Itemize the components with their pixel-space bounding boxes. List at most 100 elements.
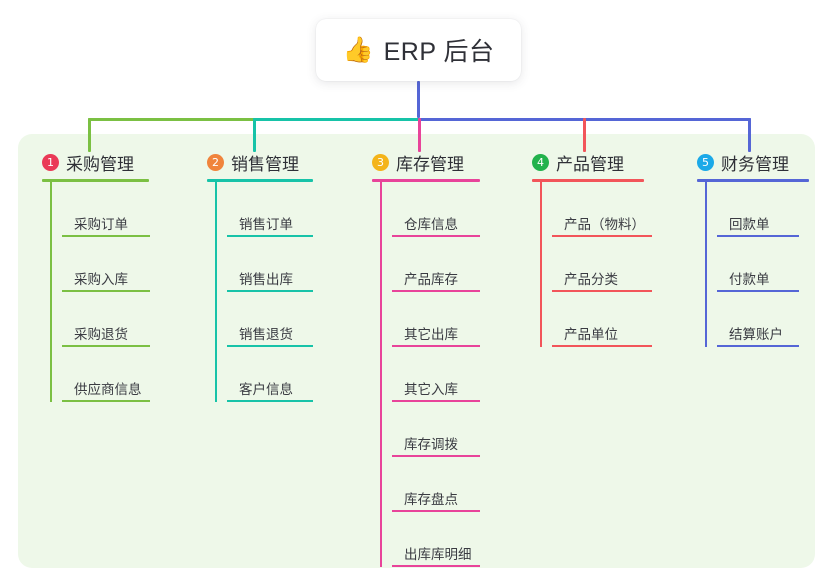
leaf-underline [62,345,150,347]
leaf-node[interactable]: 客户信息 [227,347,313,402]
branch-column-产品管理: 4 产品管理产品（物料） 产品分类产品单位 [532,150,653,347]
branch-title: 销售管理 [231,154,299,174]
leaf-underline [392,510,480,512]
leaf-underline [227,290,313,292]
leaf-node[interactable]: 销售出库 [227,237,313,292]
leaf-node-label: 产品单位 [564,327,618,342]
leaf-node-label: 采购退货 [74,327,128,342]
leaf-node-label: 付款单 [729,272,770,287]
leaf-node[interactable]: 销售退货 [227,292,313,347]
leaf-node-label: 仓库信息 [404,217,458,232]
leaf-node[interactable]: 采购订单 [62,182,150,237]
branch-leaf-list: 采购订单采购入库采购退货供应商信息 [42,182,150,402]
leaf-node-label: 回款单 [729,217,770,232]
leaf-node[interactable]: 付款单 [717,237,809,292]
leaf-node[interactable]: 供应商信息 [62,347,150,402]
leaf-underline [62,235,150,237]
leaf-underline [392,565,480,567]
leaf-node-label: 库存盘点 [404,492,458,507]
branch-leaf-list: 产品（物料） 产品分类产品单位 [532,182,653,347]
leaf-node[interactable]: 仓库信息 [392,182,480,237]
branch-underline [372,179,480,182]
branch-trunk-connector [50,182,52,402]
leaf-underline [392,290,480,292]
leaf-node-label: 销售订单 [239,217,293,232]
branch-column-销售管理: 2 销售管理销售订单销售出库销售退货客户信息 [207,150,313,402]
leaf-node-label: 客户信息 [239,382,293,397]
leaf-underline [392,400,480,402]
leaf-underline [717,345,799,347]
leaf-node-label: 销售退货 [239,327,293,342]
branch-leaf-list: 仓库信息产品库存其它出库其它入库库存调拨库存盘点出库库明细 [372,182,480,567]
leaf-node[interactable]: 产品（物料） [552,182,653,237]
leaf-node[interactable]: 回款单 [717,182,809,237]
branch-drop-connector-3 [418,118,421,152]
leaf-underline [552,235,652,237]
leaf-node[interactable]: 其它出库 [392,292,480,347]
leaf-underline [227,345,313,347]
leaf-node-label: 销售出库 [239,272,293,287]
branch-title: 采购管理 [66,154,134,174]
leaf-underline [717,235,799,237]
leaf-node-label: 产品库存 [404,272,458,287]
leaf-node[interactable]: 库存盘点 [392,457,480,512]
branch-column-库存管理: 3 库存管理仓库信息产品库存其它出库其它入库库存调拨库存盘点出库库明细 [372,150,480,567]
branch-underline [42,179,149,182]
branch-trunk-connector [215,182,217,402]
leaf-node[interactable]: 其它入库 [392,347,480,402]
root-stem-connector [417,81,420,118]
branch-index-badge: 4 [532,153,549,171]
branch-index-badge: 5 [697,153,714,171]
branch-header-2[interactable]: 2 销售管理 [207,150,313,174]
leaf-node[interactable]: 出库库明细 [392,512,480,567]
leaf-node-label: 采购入库 [74,272,128,287]
branch-header-1[interactable]: 1 采购管理 [42,150,150,174]
leaf-node[interactable]: 销售订单 [227,182,313,237]
branch-drop-connector-2 [253,118,256,152]
branch-drop-connector-1 [88,118,91,152]
leaf-node-label: 出库库明细 [404,547,472,562]
leaf-node[interactable]: 采购退货 [62,292,150,347]
branch-header-3[interactable]: 3 库存管理 [372,150,480,174]
leaf-underline [552,290,652,292]
leaf-node-label: 采购订单 [74,217,128,232]
leaf-node-label: 其它入库 [404,382,458,397]
leaf-node-label: 产品分类 [564,272,618,287]
root-node[interactable]: 👍 ERP 后台 [316,19,521,81]
leaf-underline [392,345,480,347]
branch-trunk-connector [540,182,542,347]
leaf-underline [62,400,150,402]
branch-underline [532,179,644,182]
leaf-underline [392,235,480,237]
branch-leaf-list: 回款单付款单结算账户 [697,182,809,347]
leaf-underline [227,235,313,237]
branch-index-badge: 1 [42,153,59,171]
branch-trunk-connector [705,182,707,347]
leaf-underline [717,290,799,292]
leaf-node-label: 库存调拨 [404,437,458,452]
leaf-node[interactable]: 采购入库 [62,237,150,292]
bus-segment-2 [253,118,421,121]
leaf-node[interactable]: 库存调拨 [392,402,480,457]
leaf-node[interactable]: 结算账户 [717,292,809,347]
leaf-node[interactable]: 产品单位 [552,292,653,347]
leaf-node[interactable]: 产品分类 [552,237,653,292]
root-node-label: ERP 后台 [383,38,495,66]
branch-title: 产品管理 [556,154,624,174]
thumbs-up-icon: 👍 [342,34,374,64]
branch-trunk-connector [380,182,382,567]
branch-title: 库存管理 [396,154,464,174]
branch-underline [697,179,809,182]
leaf-underline [62,290,150,292]
branch-underline [207,179,313,182]
branch-drop-connector-5 [748,118,751,152]
branch-header-4[interactable]: 4 产品管理 [532,150,653,174]
leaf-node-label: 供应商信息 [74,382,142,397]
leaf-node[interactable]: 产品库存 [392,237,480,292]
branch-index-badge: 2 [207,153,224,171]
leaf-underline [552,345,652,347]
branch-index-badge: 3 [372,153,389,171]
